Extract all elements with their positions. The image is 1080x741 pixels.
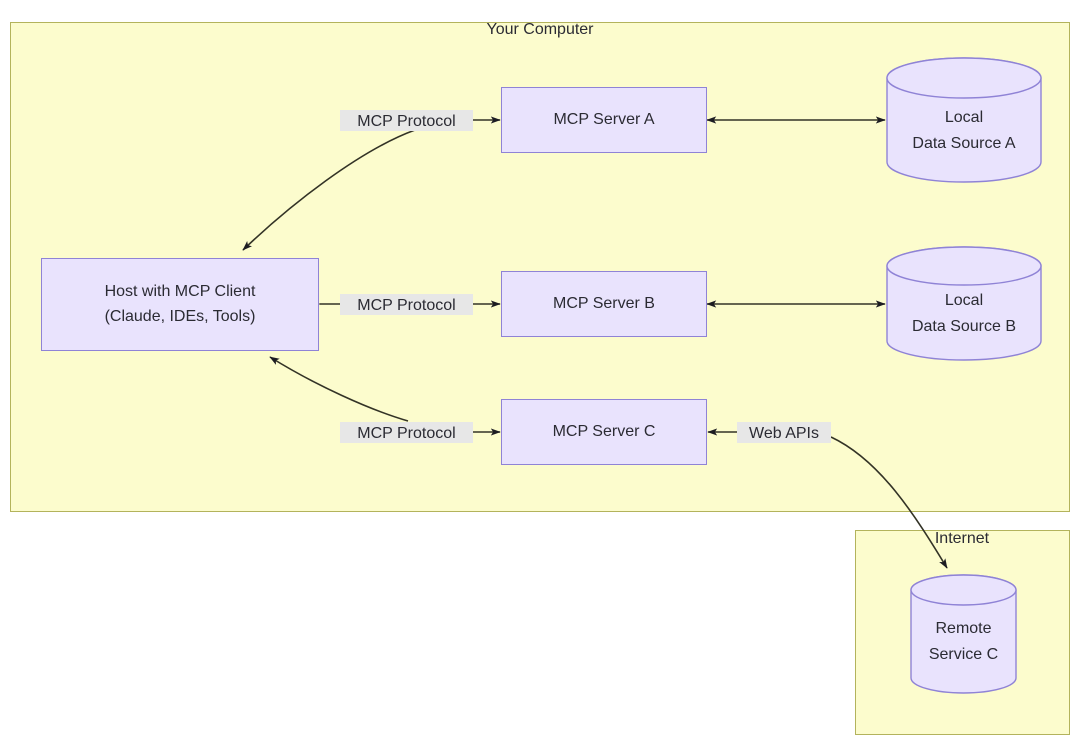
node-host-label: Host with MCP Client (Claude, IDEs, Tool… <box>104 282 256 325</box>
node-server-c-label: MCP Server C <box>552 422 656 440</box>
edge-label-mcp-protocol-c: MCP Protocol <box>340 422 473 443</box>
node-server-b-label: MCP Server B <box>553 294 655 312</box>
edge-label-mcp-protocol-b: MCP Protocol <box>340 294 473 315</box>
cylinder-shape-c <box>910 574 1017 694</box>
cylinder-shape-b <box>886 246 1042 361</box>
edge-label-web-apis: Web APIs <box>737 422 831 443</box>
group-internet <box>855 530 1070 735</box>
node-host: Host with MCP Client (Claude, IDEs, Tool… <box>41 258 319 351</box>
group-internet-title: Internet <box>934 530 990 547</box>
edge-web-apis-to-remote-service-c <box>830 436 948 569</box>
group-your-computer-title: Your Computer <box>486 21 594 38</box>
cylinder-shape-a <box>886 57 1042 183</box>
edge-server-a-to-host <box>242 129 416 251</box>
node-server-a: MCP Server A <box>501 87 707 153</box>
node-server-b: MCP Server B <box>501 271 707 337</box>
node-data-source-a: Local Data Source A <box>886 57 1042 183</box>
node-server-a-label: MCP Server A <box>553 110 655 128</box>
edge-server-c-to-host <box>269 356 409 422</box>
edge-label-mcp-protocol-a: MCP Protocol <box>340 110 473 131</box>
node-server-c: MCP Server C <box>501 399 707 465</box>
